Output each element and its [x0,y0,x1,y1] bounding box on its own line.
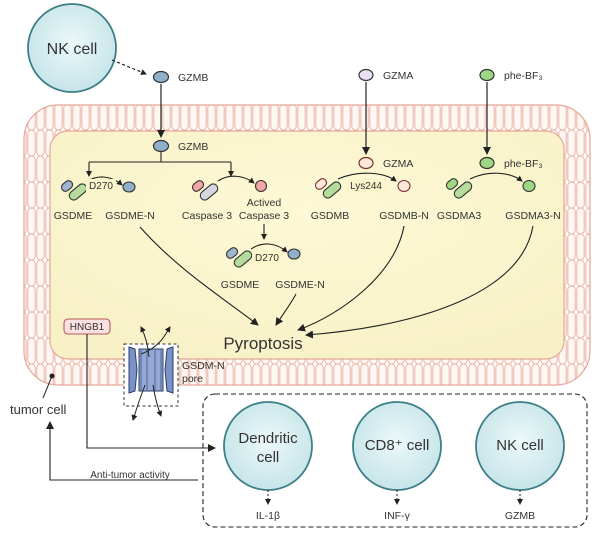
gsdmb-n-fragment [397,179,411,193]
gzma-outside: GZMA [358,68,413,82]
gsdmb-n-label: GSDMB-N [379,210,429,222]
tumor-cell-pointer-line [42,375,53,399]
actived-caspase3-label-line1: Actived [247,197,282,209]
gsdma3-label: GSDMA3 [437,210,482,222]
gsdma3-n-label: GSDMA3-N [505,210,560,222]
d270-label-bg-b [252,251,282,264]
gsdme-protein-b [225,247,253,268]
nk-to-gzmb-dashed-arrow [111,59,147,75]
d270-label-b: D270 [255,253,279,264]
nk-cell-bottom-label: NK cell [496,437,544,454]
dendritic-cell-label-line2: cell [257,449,280,466]
gzmb-outside-label: GZMB [178,72,208,84]
infg-label: INF-γ [384,510,410,522]
hngb1-box: HNGB1 [63,318,111,335]
gsdm-n-pore-label-line2: pore [182,373,203,385]
gsdme-n-fragment-b [287,248,301,260]
lys244-cleavage-arrow [337,172,397,182]
gzmb-bottom-label: GZMB [505,510,535,522]
gsdma3-cleavage-arrow [469,172,523,182]
gsdme-label-b: GSDME [221,279,260,291]
gzmb-outside: GZMB [152,70,208,84]
gsdma3-n-fragment [522,179,536,193]
gzma-inside-label: GZMA [383,158,413,170]
gzma-outside-label: GZMA [383,70,413,82]
lys244-label: Lys244 [350,181,382,192]
pyroptosis-arrows [139,225,534,339]
gsdm-n-pore-label-line1: GSDM-N [182,360,225,372]
lys244-label-bg [346,179,386,192]
nk-cell-bottom: NK cell [475,401,565,491]
caspase3-activation-arrow [217,175,255,184]
d270-label-a: D270 [89,181,113,192]
gzmb-inside-label: GZMB [178,141,208,153]
gsdme-n-fragment-a [122,181,136,193]
actived-caspase3-label-line2: Caspase 3 [239,210,289,222]
caspase3-protein [191,180,219,201]
tumor-cell-membrane [23,104,591,386]
gsdme-n-label-a: GSDME-N [105,210,155,222]
gsdm-n-pore [123,326,179,421]
d270-label-bg-a [86,179,116,192]
actived-caspase3-fragment [254,179,268,193]
gsdmb-label: GSDMB [311,210,350,222]
hngb1-label: HNGB1 [70,322,105,333]
phebf3-outside-label: phe-BF₃ [504,70,543,82]
cd8-cell: CD8⁺ cell [352,401,442,491]
gzmb-inside: GZMB [152,139,208,153]
hngb1-to-dendritic-arrow [86,334,216,452]
phebf3-inside: phe-BF₃ [479,156,543,170]
tumor-cell-label: tumor cell [10,402,66,417]
nk-cell-top-label: NK cell [47,41,98,58]
phebf3-outside: phe-BF₃ [479,68,543,82]
gsdme-label-a: GSDME [54,210,93,222]
d270-cleavage-arrow-b [250,243,288,253]
phebf3-inside-label: phe-BF₃ [504,158,543,170]
dendritic-cell: Dendritic cell [223,401,313,491]
cd8-cell-label: CD8⁺ cell [365,437,430,454]
gsdme-protein-a [60,180,88,201]
gsdmb-protein [314,178,342,199]
gsdma3-protein [445,178,473,199]
immune-cells-box [202,393,588,528]
nk-cell-top: NK cell [27,3,117,93]
dendritic-cell-label-line1: Dendritic [238,430,298,447]
anti-tumor-activity-label: Anti-tumor activity [90,470,169,481]
il1b-label: IL-1β [256,510,280,522]
pyroptosis-label: Pyroptosis [223,334,302,353]
gzma-inside: GZMA [358,156,413,170]
anti-tumor-activity-arrow [46,421,198,481]
gzmb-branch-lines [86,152,234,177]
caspase3-label: Caspase 3 [182,210,232,222]
gsdme-n-label-b: GSDME-N [275,279,325,291]
